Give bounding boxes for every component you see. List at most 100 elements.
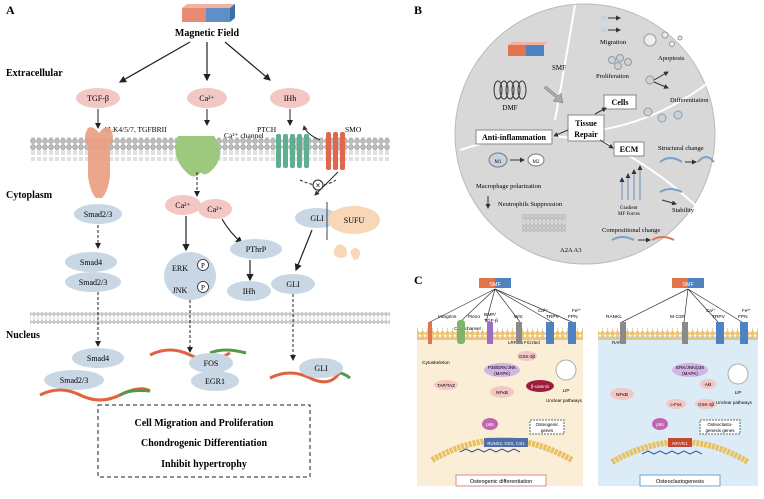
svg-text:P38/ERK/JNK: P38/ERK/JNK xyxy=(488,365,516,370)
svg-text:Smad2/3: Smad2/3 xyxy=(79,278,107,287)
dna-right-icon xyxy=(641,450,703,455)
cytoskeleton-label: Cytoskeleton xyxy=(422,360,450,366)
svg-text:P: P xyxy=(201,262,205,270)
smo-receptor xyxy=(326,132,345,170)
svg-text:LIP: LIP xyxy=(563,388,570,393)
apoptosis-label: Apoptosis xyxy=(658,55,685,62)
macrophage-polarization-label: Macrophage polarization xyxy=(476,183,542,190)
mapk-right-node xyxy=(672,363,708,377)
magnet-icon xyxy=(182,8,206,22)
piezo-label: Piezo xyxy=(468,314,480,320)
svg-text:GLI: GLI xyxy=(314,364,328,373)
lip-left-icon xyxy=(555,359,577,381)
svg-text:Tissue: Tissue xyxy=(575,119,597,128)
svg-text:Ca²⁺: Ca²⁺ xyxy=(199,94,215,103)
svg-text:Ca²⁺: Ca²⁺ xyxy=(207,205,223,214)
gli-cytoplasm-node xyxy=(295,208,339,228)
fpn-right-channel xyxy=(740,322,748,344)
cytoplasm-label: Cytoplasm xyxy=(6,190,53,201)
tgf-receptor xyxy=(85,127,113,198)
mcsf-label: M-CSF xyxy=(670,314,685,320)
inhibition-icon xyxy=(312,179,324,191)
sufu-node xyxy=(328,206,380,234)
lrp-label: LRP5/6 xyxy=(508,340,524,345)
fpn-right-label: FPN xyxy=(738,314,748,320)
svg-text:FOS: FOS xyxy=(204,359,219,368)
m2-macrophage-icon xyxy=(527,153,545,167)
smad23-nucleus-node xyxy=(44,370,104,390)
svg-text:GLI: GLI xyxy=(286,280,300,289)
smad23-complex-node xyxy=(65,272,121,292)
proliferation-label: Proliferation xyxy=(596,73,630,80)
svg-text:Osteogenic: Osteogenic xyxy=(536,422,560,427)
wnt-receptor xyxy=(516,322,522,344)
trpv-right-label: TRPV xyxy=(712,314,726,320)
akt-node xyxy=(700,379,716,389)
svg-text:Smad4: Smad4 xyxy=(87,354,109,363)
nuclear-membrane xyxy=(30,312,390,324)
gsk-right-node xyxy=(695,399,717,409)
osteoblast-cell xyxy=(417,336,583,486)
frizzled-label: Frizzled xyxy=(524,340,540,345)
svg-text:ECM: ECM xyxy=(620,145,639,154)
svg-text:SMF: SMF xyxy=(682,282,694,288)
svg-text:NFκB: NFκB xyxy=(616,392,628,398)
p65-right-node xyxy=(652,418,668,430)
svg-text:NFATc1: NFATc1 xyxy=(672,441,688,446)
neutrophils-suppression-label: Neutrophils Suppression xyxy=(498,201,563,208)
panel-a: A Magnetic Field Extracellular TGF-β Ca²… xyxy=(6,3,390,478)
taz-node xyxy=(434,380,458,390)
svg-text:IHh: IHh xyxy=(284,94,296,103)
osteoclastogenesis-box xyxy=(639,474,721,487)
nfatc1-box xyxy=(668,438,692,447)
field-arrow-icon xyxy=(543,85,564,104)
osteoclastogenesis-genes-box xyxy=(699,419,741,435)
fos-node xyxy=(189,353,233,373)
smad4-nucleus-node xyxy=(72,348,124,368)
fe-symbol-left: Fe²⁺ xyxy=(572,308,582,313)
svg-text:β-catenin: β-catenin xyxy=(531,384,550,389)
ihh-extracellular-node xyxy=(270,88,310,108)
dna-strand-gli xyxy=(269,371,342,384)
svg-text:SMF: SMF xyxy=(489,282,501,288)
svg-text:Cells: Cells xyxy=(612,98,629,107)
svg-text:Osteoclastogenesis: Osteoclastogenesis xyxy=(656,479,704,485)
svg-text:PThrP: PThrP xyxy=(246,245,267,254)
differentiation-icon xyxy=(643,71,683,123)
proliferation-icon xyxy=(608,54,632,70)
smf-right-magnet-icon xyxy=(672,278,688,288)
svg-text:Smad2/3: Smad2/3 xyxy=(60,376,88,385)
fpn-channel xyxy=(568,322,576,344)
svg-text:IHh: IHh xyxy=(243,287,255,296)
fpn-label: FPN xyxy=(568,314,578,320)
calcium-channel-label: Ca²⁺ channel xyxy=(224,131,264,140)
svg-text:p65: p65 xyxy=(486,422,494,427)
differentiation-label: Differentiation xyxy=(670,97,709,104)
svg-text:M1: M1 xyxy=(495,160,502,165)
panel-c: C SMF Integrins Piezo BMP/ TGF-β Wnt TRP… xyxy=(414,273,758,487)
runx-genes-box xyxy=(484,438,528,447)
rank-receptor xyxy=(620,322,626,344)
lip-right-icon xyxy=(727,363,749,385)
panel-b: B SMF DMF Cells Tissue Repair Anti-infla… xyxy=(414,3,716,265)
dmf-coil-icon xyxy=(493,80,527,100)
ecm-box xyxy=(613,141,645,157)
smf-label: SMF xyxy=(552,64,566,72)
smf-magnet-icon xyxy=(508,45,526,56)
svg-text:Smad4: Smad4 xyxy=(80,258,102,267)
rankl-label: RANKL xyxy=(606,314,622,320)
trpv-right-channel xyxy=(716,322,724,344)
migration-label: Migration xyxy=(600,39,627,46)
panel-a-letter: A xyxy=(6,3,15,17)
wnt-label: Wnt xyxy=(514,314,523,320)
svg-text:GSK-3β: GSK-3β xyxy=(698,402,715,407)
osteoclast-cell xyxy=(598,336,758,486)
m1-macrophage-icon xyxy=(488,152,508,168)
svg-text:GSK-3β: GSK-3β xyxy=(519,354,536,359)
svg-text:M2: M2 xyxy=(533,160,540,165)
svg-text:GLI: GLI xyxy=(310,214,324,223)
svg-text:(MAPK): (MAPK) xyxy=(494,371,510,376)
gli-active-node xyxy=(271,274,315,294)
gli-nucleus-node xyxy=(299,358,343,378)
